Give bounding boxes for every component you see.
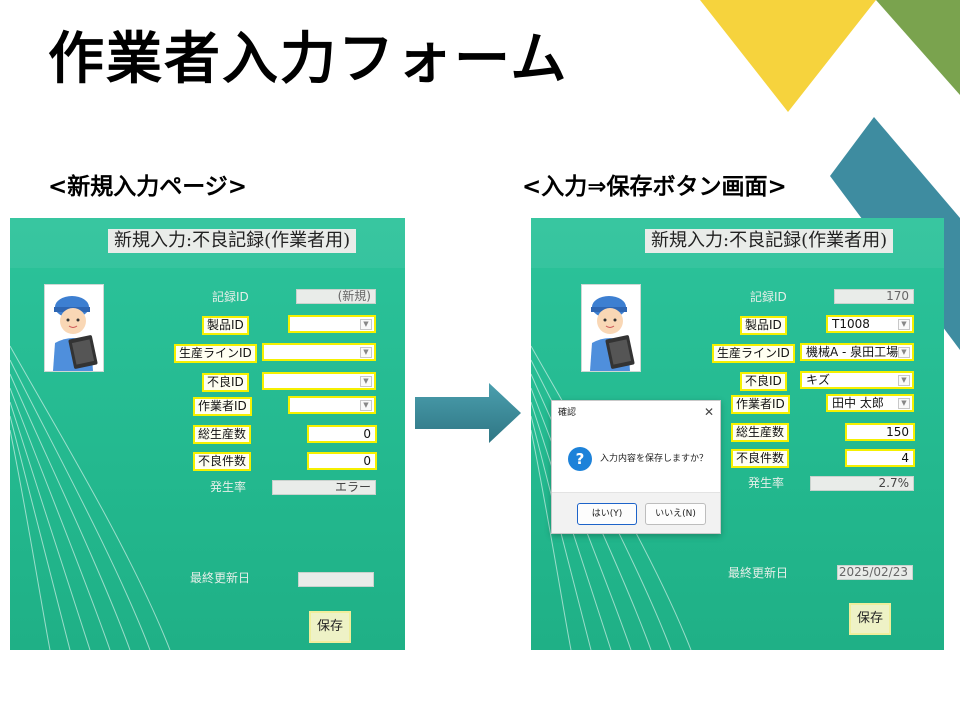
save-button[interactable]: 保存: [309, 611, 351, 643]
defect-count-label: 不良件数: [731, 449, 790, 468]
confirm-dialog: 確認 ✕ ? 入力内容を保存しますか？ はい(Y) いいえ(N): [551, 400, 721, 534]
worker-avatar: [581, 284, 641, 372]
occurrence-rate-label: 発生率: [748, 476, 785, 490]
record-id-field: 170: [834, 289, 914, 304]
form-panel-new: 新規入力:不良記録(作業者用) 記録ID (新規) 製品ID ▼ 生産ラインID…: [10, 218, 405, 650]
defect-id-label: 不良ID: [202, 373, 249, 392]
form-panel-save: 新規入力:不良記録(作業者用) 記録ID 170 製品ID T1008▼ 生産ラ…: [531, 218, 944, 650]
line-id-label: 生産ラインID: [712, 344, 795, 363]
deco-yellow-triangle: [700, 0, 876, 112]
occurrence-rate-label: 発生率: [210, 480, 247, 494]
line-id-select[interactable]: 機械A - 泉田工場▼: [800, 343, 914, 361]
worker-illustration-icon: [590, 296, 635, 371]
occurrence-rate-field: 2.7%: [810, 476, 914, 491]
worker-id-select[interactable]: 田中 太郎▼: [826, 394, 914, 412]
defect-count-input[interactable]: 4: [845, 449, 915, 467]
last-updated-label: 最終更新日: [190, 571, 251, 585]
section-label-new-entry: <新規入力ページ>: [48, 174, 248, 200]
defect-id-select[interactable]: ▼: [262, 372, 376, 390]
last-updated-label: 最終更新日: [728, 566, 789, 580]
chevron-down-icon[interactable]: ▼: [898, 347, 910, 358]
chevron-down-icon[interactable]: ▼: [898, 398, 910, 409]
record-id-label: 記録ID: [212, 290, 249, 304]
no-button[interactable]: いいえ(N): [645, 503, 706, 525]
total-production-input[interactable]: 0: [307, 425, 377, 443]
line-id-select[interactable]: ▼: [262, 343, 376, 361]
worker-id-select[interactable]: ▼: [288, 396, 376, 414]
transition-arrow-icon: [415, 383, 521, 443]
save-button[interactable]: 保存: [849, 603, 891, 635]
chevron-down-icon[interactable]: ▼: [360, 400, 372, 411]
product-id-label: 製品ID: [202, 316, 249, 335]
last-updated-field: [298, 572, 374, 587]
chevron-down-icon[interactable]: ▼: [360, 347, 372, 358]
deco-olive-triangle: [876, 0, 960, 95]
record-id-label: 記録ID: [750, 290, 787, 304]
worker-id-label: 作業者ID: [193, 397, 252, 416]
yes-button[interactable]: はい(Y): [577, 503, 637, 525]
slide-title: 作業者入力フォーム: [48, 27, 569, 92]
chevron-down-icon[interactable]: ▼: [898, 319, 910, 330]
dialog-title: 確認: [558, 408, 577, 418]
worker-id-label: 作業者ID: [731, 395, 790, 414]
line-id-label: 生産ラインID: [174, 344, 257, 363]
form-title: 新規入力:不良記録(作業者用): [108, 229, 357, 253]
defect-count-label: 不良件数: [193, 452, 252, 471]
worker-illustration-icon: [53, 296, 98, 371]
form-title: 新規入力:不良記録(作業者用): [645, 229, 894, 253]
total-production-label: 総生産数: [193, 425, 252, 444]
dialog-message: 入力内容を保存しますか？: [600, 454, 709, 464]
product-id-select[interactable]: T1008▼: [826, 315, 914, 333]
total-production-input[interactable]: 150: [845, 423, 915, 441]
defect-count-input[interactable]: 0: [307, 452, 377, 470]
worker-avatar: [44, 284, 104, 372]
section-label-save-screen: <入力⇒保存ボタン画面>: [522, 174, 787, 200]
question-icon: ?: [568, 447, 592, 471]
chevron-down-icon[interactable]: ▼: [360, 376, 372, 387]
record-id-field: (新規): [296, 289, 376, 304]
defect-id-select[interactable]: キズ▼: [800, 371, 914, 389]
product-id-select[interactable]: ▼: [288, 315, 376, 333]
chevron-down-icon[interactable]: ▼: [898, 375, 910, 386]
total-production-label: 総生産数: [731, 423, 790, 442]
close-icon[interactable]: ✕: [703, 405, 714, 419]
chevron-down-icon[interactable]: ▼: [360, 319, 372, 330]
product-id-label: 製品ID: [740, 316, 787, 335]
last-updated-field: 2025/02/23: [837, 565, 913, 580]
occurrence-rate-field: エラー: [272, 480, 376, 495]
defect-id-label: 不良ID: [740, 372, 787, 391]
